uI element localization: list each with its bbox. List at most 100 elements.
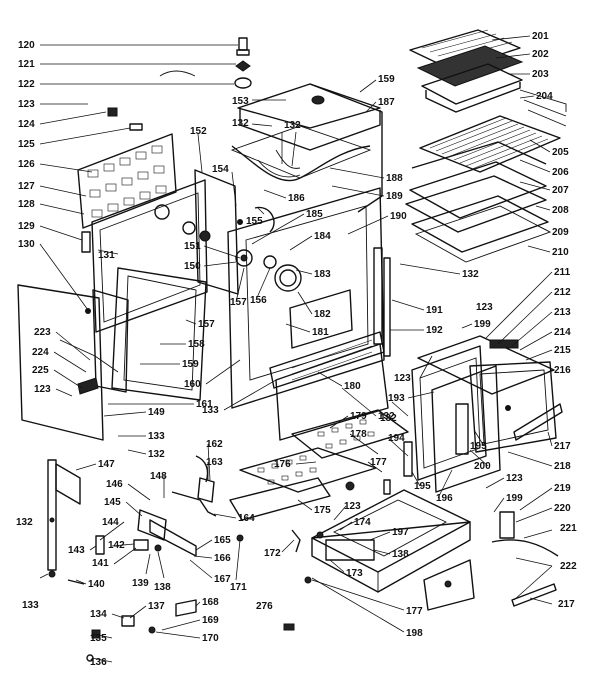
part-label: 126 bbox=[18, 159, 35, 170]
part-label: 197 bbox=[392, 527, 409, 538]
part-label: 157 bbox=[230, 297, 247, 308]
broiler-rack bbox=[409, 29, 524, 113]
part-label: 132 bbox=[284, 120, 301, 131]
part-label: 169 bbox=[202, 615, 219, 626]
part-label: 190 bbox=[390, 211, 407, 222]
part-label: 155 bbox=[246, 216, 263, 227]
part-number-labels: 120 121 122 123 124 125 126 127 128 129 … bbox=[16, 31, 577, 668]
part-label: 130 bbox=[18, 239, 35, 250]
part-label: 213 bbox=[554, 307, 571, 318]
part-label: 140 bbox=[88, 579, 105, 590]
part-label: 159 bbox=[182, 359, 199, 370]
part-label: 176 bbox=[274, 459, 291, 470]
part-label: 125 bbox=[18, 139, 35, 150]
part-label: 132 bbox=[462, 269, 479, 280]
part-label: 122 bbox=[18, 79, 35, 90]
part-label: 152 bbox=[190, 126, 207, 137]
part-label: 201 bbox=[532, 31, 549, 42]
part-label: 123 bbox=[476, 302, 493, 313]
part-label: 192 bbox=[426, 325, 443, 336]
leader-lines bbox=[39, 35, 553, 663]
storage-drawer bbox=[304, 489, 471, 593]
part-label: 202 bbox=[532, 49, 549, 60]
part-label: 138 bbox=[154, 582, 171, 593]
part-label: 150 bbox=[184, 261, 201, 272]
part-label: 218 bbox=[554, 461, 571, 472]
part-label: 147 bbox=[98, 459, 115, 470]
part-label: 188 bbox=[386, 173, 403, 184]
part-label: 133 bbox=[22, 600, 39, 611]
part-label: 178 bbox=[350, 429, 367, 440]
part-label: 144 bbox=[102, 517, 119, 528]
part-label: 168 bbox=[202, 597, 219, 608]
part-label: 153 bbox=[232, 96, 249, 107]
part-label: 189 bbox=[386, 191, 403, 202]
part-label: 132 bbox=[148, 449, 165, 460]
oven-rack bbox=[419, 89, 567, 173]
part-drawings bbox=[17, 29, 567, 662]
part-label: 203 bbox=[532, 69, 549, 80]
part-label: 276 bbox=[256, 601, 273, 612]
part-label: 160 bbox=[184, 379, 201, 390]
part-label: 163 bbox=[206, 457, 223, 468]
part-label: 191 bbox=[426, 305, 443, 316]
part-label: 204 bbox=[536, 91, 553, 102]
part-label: 136 bbox=[90, 657, 107, 668]
part-label: 200 bbox=[474, 461, 491, 472]
part-label: 220 bbox=[554, 503, 571, 514]
part-label: 211 bbox=[554, 267, 571, 278]
part-label: 135 bbox=[90, 633, 107, 644]
part-label: 194 bbox=[388, 433, 405, 444]
oven-frame bbox=[227, 187, 391, 441]
part-label: 165 bbox=[214, 535, 231, 546]
part-label: 193 bbox=[388, 393, 405, 404]
part-label: 145 bbox=[104, 497, 121, 508]
part-label: 148 bbox=[150, 471, 167, 482]
part-label: 120 bbox=[18, 40, 35, 51]
part-label: 142 bbox=[108, 540, 125, 551]
part-label: 134 bbox=[90, 609, 107, 620]
part-label: 207 bbox=[552, 185, 569, 196]
part-label: 225 bbox=[32, 365, 49, 376]
oven-liner bbox=[405, 141, 552, 263]
part-label: 199 bbox=[474, 319, 491, 330]
part-label: 177 bbox=[406, 606, 423, 617]
part-label: 216 bbox=[554, 365, 571, 376]
part-label: 157 bbox=[198, 319, 215, 330]
control-panel bbox=[81, 179, 211, 333]
part-label: 123 bbox=[34, 384, 51, 395]
part-label: 127 bbox=[18, 181, 35, 192]
part-label: 172 bbox=[264, 548, 281, 559]
part-label: 182 bbox=[314, 309, 331, 320]
part-label: 223 bbox=[34, 327, 51, 338]
part-label: 164 bbox=[238, 513, 255, 524]
top-cover bbox=[237, 83, 381, 151]
part-label: 199 bbox=[506, 493, 523, 504]
part-label: 171 bbox=[230, 582, 247, 593]
part-label: 167 bbox=[214, 574, 231, 585]
part-label: 217 bbox=[554, 441, 571, 452]
part-label: 156 bbox=[250, 295, 267, 306]
inner-side-panel bbox=[111, 169, 239, 401]
part-label: 183 bbox=[314, 269, 331, 280]
part-label: 158 bbox=[188, 339, 205, 350]
part-label: 215 bbox=[554, 345, 571, 356]
part-label: 195 bbox=[470, 441, 487, 452]
part-label: 124 bbox=[18, 119, 35, 130]
part-label: 221 bbox=[560, 523, 577, 534]
oven-wrapper bbox=[230, 83, 383, 213]
part-label: 162 bbox=[206, 439, 223, 450]
part-label: 132 bbox=[16, 517, 33, 528]
part-label: 161 bbox=[196, 399, 213, 410]
part-label: 210 bbox=[552, 247, 569, 258]
part-label: 141 bbox=[92, 558, 109, 569]
part-label: 180 bbox=[344, 381, 361, 392]
part-label: 146 bbox=[106, 479, 123, 490]
part-label: 123 bbox=[344, 501, 361, 512]
part-label: 184 bbox=[314, 231, 331, 242]
part-label: 195 bbox=[414, 481, 431, 492]
part-label: 205 bbox=[552, 147, 569, 158]
part-label: 137 bbox=[148, 601, 165, 612]
part-label: 139 bbox=[132, 578, 149, 589]
